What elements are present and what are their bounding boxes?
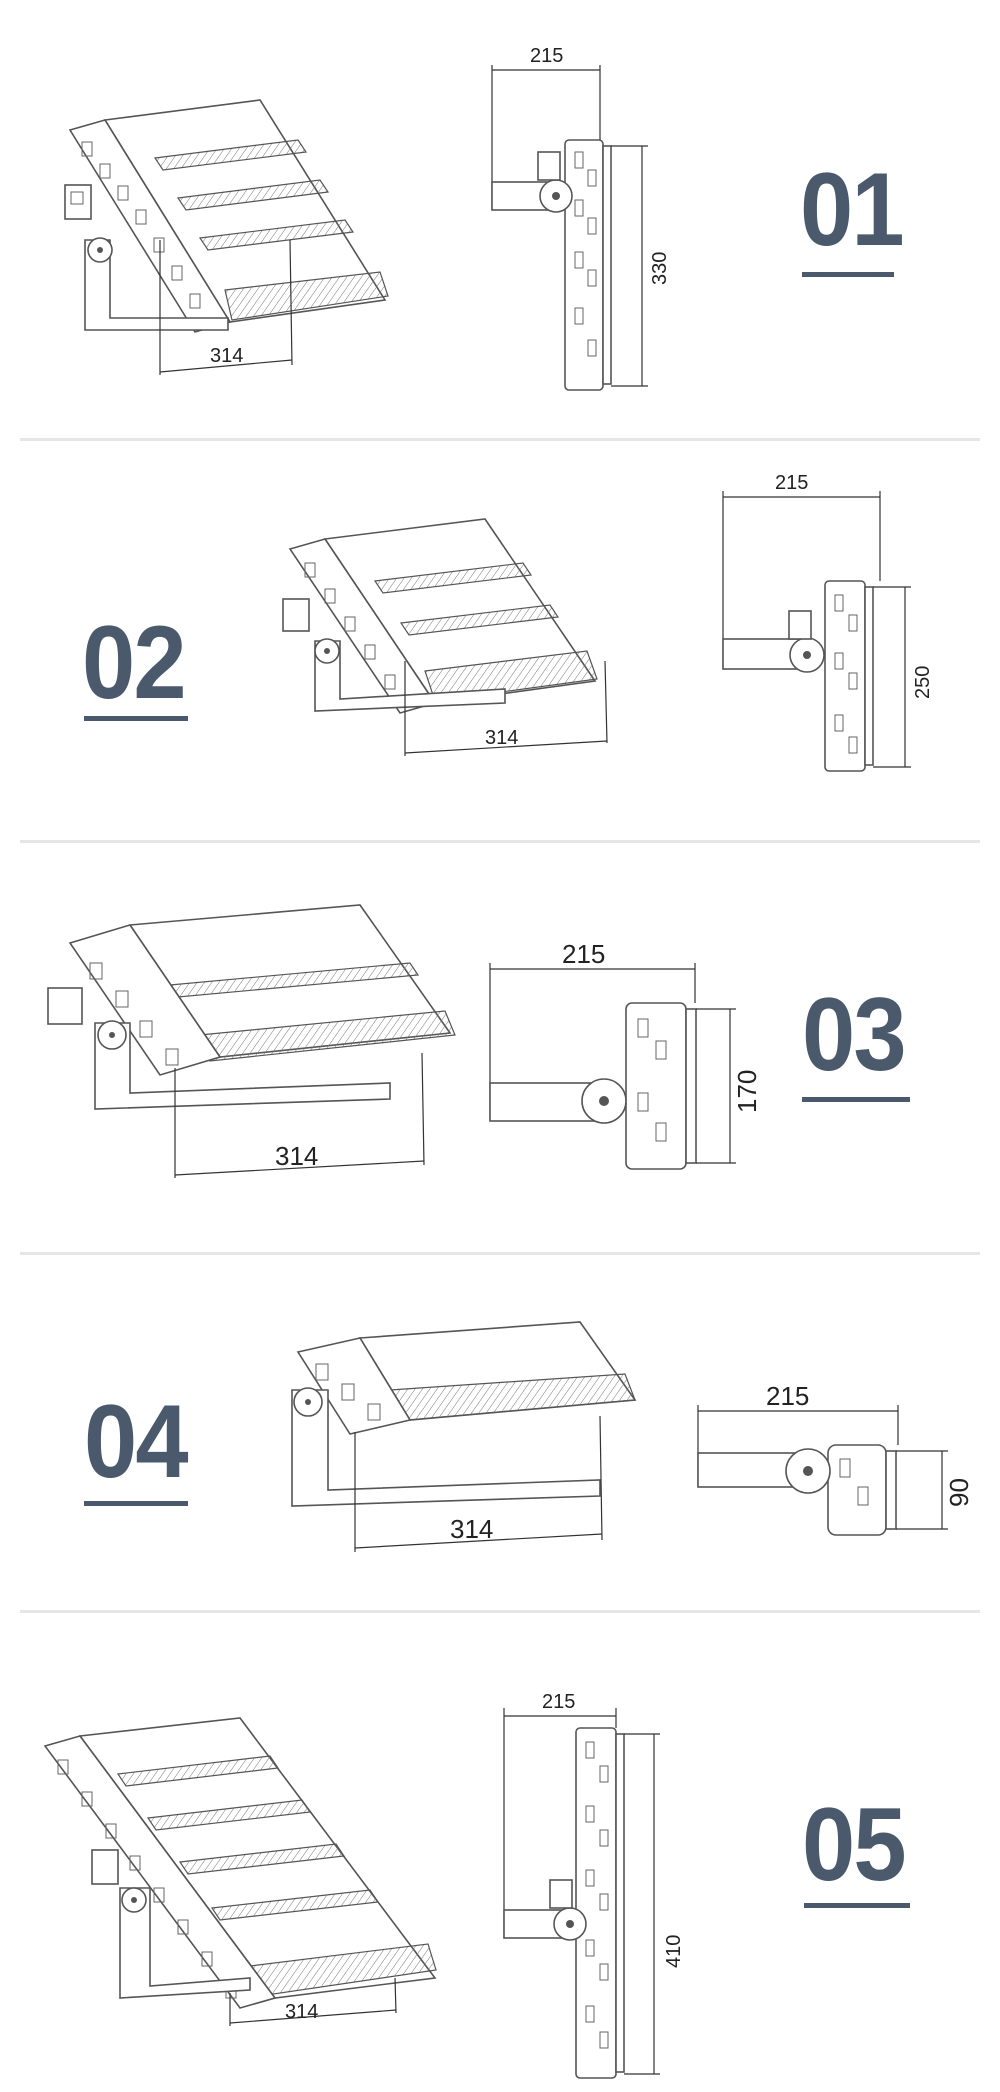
variant-04-side-drawing: 215 90 bbox=[697, 1381, 974, 1536]
variant-01-width-label: 314 bbox=[210, 345, 243, 367]
variant-03-number: 03 bbox=[802, 977, 907, 1093]
variant-05-number-underline bbox=[804, 1903, 910, 1908]
variant-05-depth-label: 215 bbox=[542, 1691, 575, 1713]
variant-05-number: 05 bbox=[802, 1787, 907, 1903]
variant-05-width-label: 314 bbox=[285, 2001, 318, 2023]
variant-01-panel: 314 215 330 01 bbox=[0, 0, 1000, 440]
variant-01-perspective-drawing: 314 bbox=[64, 99, 389, 375]
variant-01-number-underline bbox=[802, 272, 894, 277]
variant-02-panel: 02 314 215 bbox=[0, 441, 1000, 841]
variant-03-width-label: 314 bbox=[275, 1141, 318, 1171]
variant-02-side-drawing: 215 250 bbox=[722, 472, 934, 772]
separator-2 bbox=[20, 840, 980, 843]
variant-04-width-label: 314 bbox=[450, 1514, 493, 1544]
variant-02-width-label: 314 bbox=[485, 727, 518, 749]
variant-02-number: 02 bbox=[82, 605, 187, 721]
variant-05-perspective-drawing: 314 bbox=[43, 1717, 437, 2026]
variant-02-height-label: 250 bbox=[912, 666, 934, 699]
variant-05-panel: 314 215 410 05 bbox=[0, 1613, 1000, 2092]
variant-01-number: 01 bbox=[800, 152, 905, 268]
variant-01-depth-label: 215 bbox=[530, 45, 563, 67]
separator-4 bbox=[20, 1610, 980, 1613]
variant-01-side-drawing: 215 330 bbox=[491, 45, 671, 391]
variant-04-depth-label: 215 bbox=[766, 1381, 809, 1411]
variant-03-panel: 314 215 170 03 bbox=[0, 843, 1000, 1253]
variant-03-perspective-drawing: 314 bbox=[47, 904, 456, 1178]
variant-03-depth-label: 215 bbox=[562, 939, 605, 969]
variant-05-height-label: 410 bbox=[663, 1935, 685, 1968]
separator-1 bbox=[20, 438, 980, 441]
variant-03-height-label: 170 bbox=[732, 1070, 762, 1113]
variant-02-number-underline bbox=[84, 716, 188, 721]
variant-05-side-drawing: 215 410 bbox=[503, 1691, 685, 2079]
variant-04-panel: 04 314 215 90 bbox=[0, 1255, 1000, 1610]
variant-02-depth-label: 215 bbox=[775, 472, 808, 494]
variant-04-height-label: 90 bbox=[944, 1478, 974, 1507]
variant-04-perspective-drawing: 314 bbox=[291, 1321, 637, 1552]
variant-01-height-label: 330 bbox=[649, 252, 671, 285]
variant-04-number-underline bbox=[84, 1501, 188, 1506]
separator-3 bbox=[20, 1252, 980, 1255]
variant-02-perspective-drawing: 314 bbox=[282, 518, 608, 756]
variant-04-number: 04 bbox=[84, 1384, 189, 1500]
variant-03-number-underline bbox=[802, 1097, 910, 1102]
variant-03-side-drawing: 215 170 bbox=[489, 939, 762, 1170]
